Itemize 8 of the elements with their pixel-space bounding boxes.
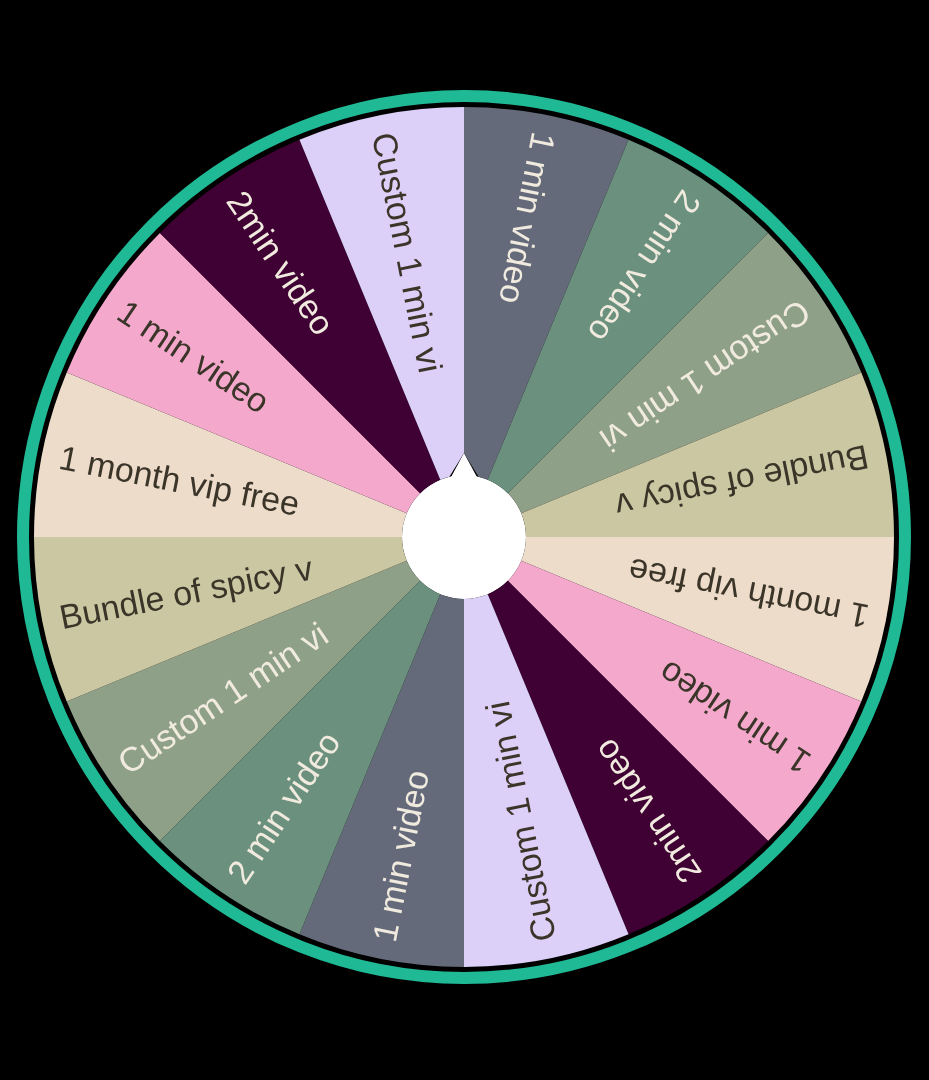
- segment-label: 1 min video: [490, 128, 564, 309]
- segment-label: 1 min video: [364, 765, 438, 946]
- segment-label: 1 min video: [109, 292, 277, 423]
- segment-label: 1 min video: [651, 652, 819, 782]
- segment-label: Custom 1 min vi: [477, 697, 564, 946]
- segment-label: Custom 1 min vi: [364, 128, 451, 377]
- segment-label: 1 month vip free: [55, 437, 304, 525]
- segment-label: 1 month vip free: [624, 550, 873, 638]
